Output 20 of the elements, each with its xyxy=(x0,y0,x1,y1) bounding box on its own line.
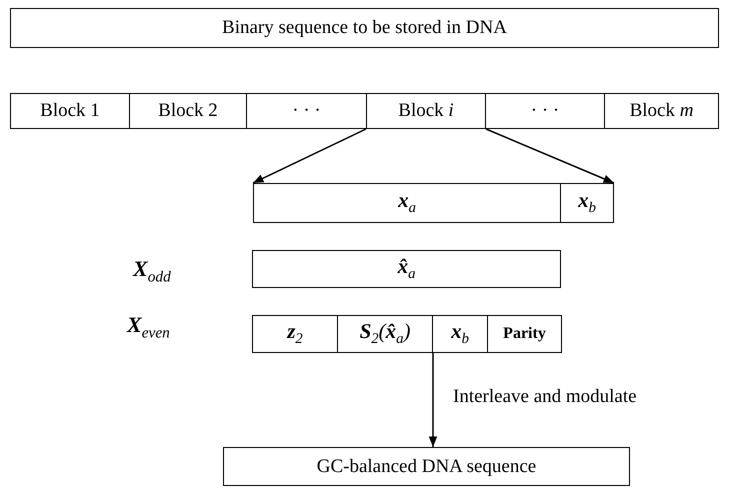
block-cell: Block 1 xyxy=(10,93,130,129)
math-cell: x$_{b}$ xyxy=(560,183,614,223)
arrow xyxy=(428,353,438,447)
math-cell: x$_{a}$ xyxy=(253,183,561,223)
row-label: X$_{odd}$ xyxy=(133,256,171,286)
math-cell: S$_{2}$(x̂$_{a}$) xyxy=(337,315,433,353)
text-box: GC-balanced DNA sequence xyxy=(223,447,630,486)
ellipsis-cell: · · · xyxy=(485,93,605,129)
text-box: Binary sequence to be stored in DNA xyxy=(10,8,719,48)
row-label: X$_{even}$ xyxy=(127,312,170,342)
block-cell: Block i xyxy=(366,93,486,129)
ellipsis-cell: · · · xyxy=(246,93,367,129)
math-cell: x$_{b}$ xyxy=(432,315,488,353)
block-cell: Block m xyxy=(604,93,719,129)
math-box: x̂$_{a}$ xyxy=(252,250,561,288)
arrow xyxy=(486,128,614,184)
math-cell: z$_{2}$ xyxy=(252,315,338,353)
block-cell: Block 2 xyxy=(129,93,247,129)
parity-cell: Parity xyxy=(487,315,562,353)
arrow xyxy=(252,128,366,184)
